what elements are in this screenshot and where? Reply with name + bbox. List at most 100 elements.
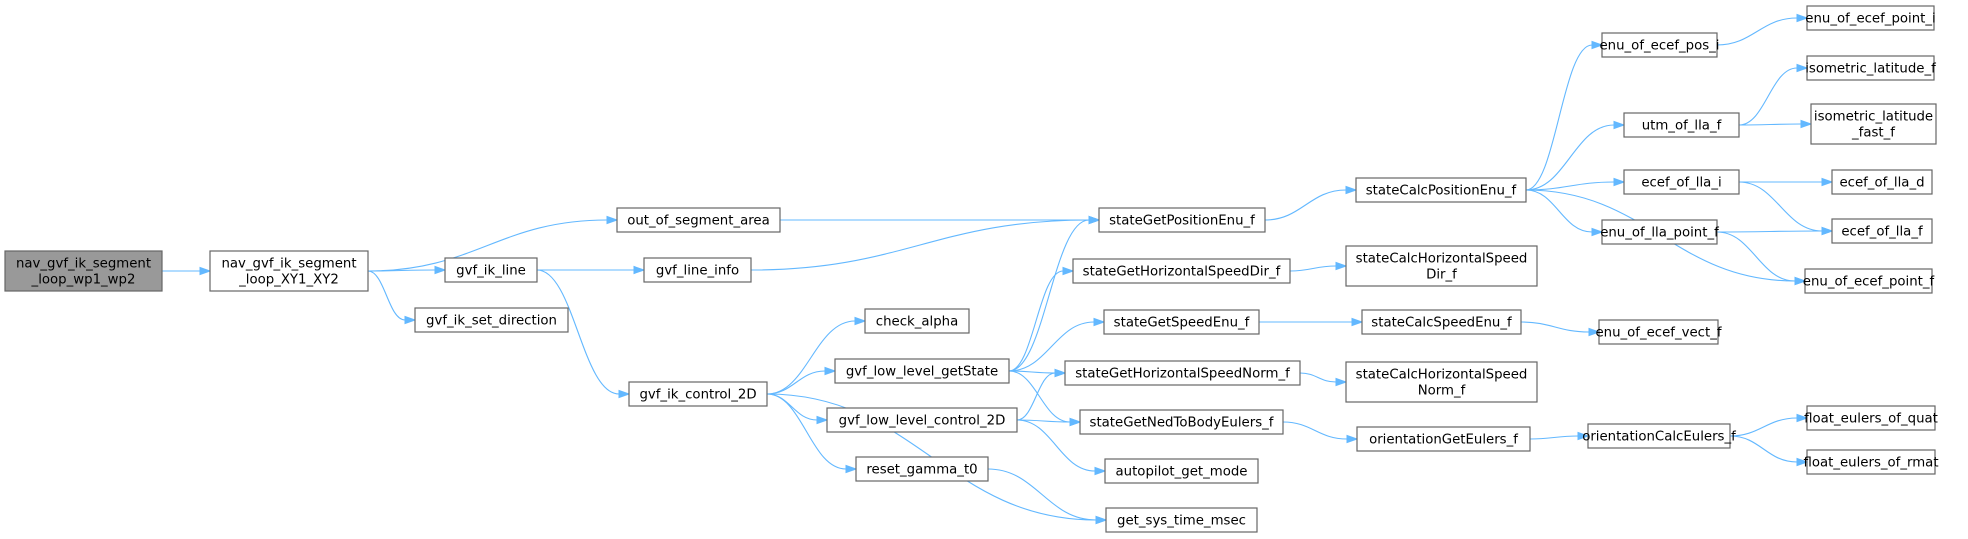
graph-node-stategetnedtobodyeulers-f[interactable]: stateGetNedToBodyEulers_f	[1079, 409, 1284, 435]
node-label: enu_of_ecef_point_f	[1803, 275, 1935, 290]
call-edge	[1729, 413, 1809, 437]
graph-node-stategetpositionenu-f[interactable]: stateGetPositionEnu_f	[1098, 207, 1266, 233]
edge-line	[1529, 435, 1579, 440]
arrowhead-icon	[1591, 227, 1604, 237]
graph-node-ecef-of-lla-d[interactable]: ecef_of_lla_d	[1831, 169, 1933, 195]
arrowhead-icon	[1591, 40, 1604, 50]
node-box	[1355, 177, 1527, 203]
node-box	[4, 250, 163, 292]
graph-node-stategethorizontalspeeddir-f[interactable]: stateGetHorizontalSpeedDir_f	[1072, 258, 1291, 284]
node-label: stateCalcPositionEnu_f	[1366, 184, 1517, 199]
edge-line	[766, 370, 826, 395]
call-edge	[766, 316, 867, 395]
arrowhead-icon	[1088, 215, 1101, 225]
node-label: float_eulers_of_rmat	[1803, 456, 1938, 471]
call-edge	[1016, 419, 1107, 476]
graph-node-gvf-ik-set-direction[interactable]: gvf_ik_set_direction	[414, 307, 569, 333]
edge-line	[1008, 219, 1090, 372]
edge-line	[1008, 370, 1071, 423]
graph-node-get-sys-time-msec[interactable]: get_sys_time_msec	[1105, 507, 1258, 533]
edge-line	[1729, 435, 1798, 463]
edges-layer	[161, 13, 1834, 525]
graph-node-enu-of-ecef-vect-f[interactable]: enu_of_ecef_vect_f	[1595, 319, 1722, 345]
graph-node-ecef-of-lla-f[interactable]: ecef_of_lla_f	[1831, 218, 1933, 244]
graph-node-float-eulers-of-rmat[interactable]: float_eulers_of_rmat	[1803, 449, 1939, 475]
arrowhead-icon	[404, 315, 417, 325]
node-label: stateGetPositionEnu_f	[1109, 214, 1255, 229]
node-box	[1598, 319, 1719, 345]
graph-node-autopilot-get-mode[interactable]: autopilot_get_mode	[1104, 458, 1259, 484]
edge-line	[987, 468, 1097, 521]
edge-line	[1299, 372, 1337, 383]
graph-node-gvf-low-level-getstate[interactable]: gvf_low_level_getState	[834, 358, 1010, 384]
call-edge	[1525, 177, 1626, 191]
node-box	[1103, 309, 1260, 335]
graph-node-stategetspeedenu-f[interactable]: stateGetSpeedEnu_f	[1103, 309, 1260, 335]
edge-line	[750, 219, 1090, 271]
graph-node-nav-gvf-ik-segment-loop-xy1-xy2[interactable]: nav_gvf_ik_segment_loop_XY1_XY2	[209, 250, 369, 292]
graph-node-enu-of-ecef-point-f[interactable]: enu_of_ecef_point_f	[1803, 268, 1935, 294]
graph-node-nav-gvf-ik-segment-loop-wp1-wp2[interactable]: nav_gvf_ik_segment_loop_wp1_wp2	[4, 250, 163, 292]
graph-node-float-eulers-of-quat[interactable]: float_eulers_of_quat	[1804, 405, 1938, 431]
graph-node-utm-of-lla-f[interactable]: utm_of_lla_f	[1623, 112, 1740, 138]
call-edge	[1525, 189, 1604, 237]
node-label: _fast_f	[1851, 126, 1895, 141]
node-label: stateGetSpeedEnu_f	[1114, 316, 1250, 331]
graph-node-ecef-of-lla-i[interactable]: ecef_of_lla_i	[1623, 169, 1740, 195]
node-label: isometric_latitude	[1814, 110, 1933, 125]
call-edge	[766, 393, 829, 425]
arrowhead-icon	[1613, 177, 1626, 187]
node-box	[1810, 103, 1937, 145]
call-edge	[1525, 40, 1604, 191]
arrowhead-icon	[1335, 377, 1348, 387]
graph-node-gvf-line-info[interactable]: gvf_line_info	[643, 257, 752, 283]
graph-node-statecalcpositionenu-f[interactable]: stateCalcPositionEnu_f	[1355, 177, 1527, 203]
graph-node-enu-of-lla-point-f[interactable]: enu_of_lla_point_f	[1600, 219, 1719, 245]
node-box	[1104, 458, 1259, 484]
node-label: stateGetHorizontalSpeedNorm_f	[1075, 367, 1290, 382]
arrowhead-icon	[1093, 317, 1106, 327]
graph-node-orientationgeteulers-f[interactable]: orientationGetEulers_f	[1356, 426, 1531, 452]
graph-node-stategethorizontalspeednorm-f[interactable]: stateGetHorizontalSpeedNorm_f	[1064, 360, 1301, 386]
graph-node-gvf-ik-line[interactable]: gvf_ik_line	[444, 257, 538, 283]
graph-node-gvf-ik-control-2d[interactable]: gvf_ik_control_2D	[628, 381, 768, 407]
graph-node-isometric-latitude-f[interactable]: isometric_latitude_f	[1805, 55, 1936, 81]
graph-node-statecalcspeedenu-f[interactable]: stateCalcSpeedEnu_f	[1361, 309, 1522, 335]
edge-line	[367, 270, 406, 321]
call-edge	[367, 215, 619, 272]
graph-node-check-alpha[interactable]: check_alpha	[864, 308, 970, 334]
call-edge	[1289, 261, 1348, 272]
call-edge	[367, 270, 417, 325]
node-box	[1806, 5, 1935, 31]
node-label: reset_gamma_t0	[866, 463, 977, 478]
node-box	[1806, 55, 1935, 81]
node-label: enu_of_ecef_point_i	[1805, 12, 1935, 27]
nodes-layer: nav_gvf_ik_segment_loop_wp1_wp2 nav_gvf_i…	[4, 5, 1939, 533]
node-box	[1345, 361, 1538, 403]
node-box	[1587, 423, 1731, 449]
graph-node-reset-gamma-t0[interactable]: reset_gamma_t0	[855, 456, 989, 482]
arrowhead-icon	[1613, 120, 1626, 130]
arrowhead-icon	[1577, 431, 1590, 441]
edge-line	[1525, 181, 1615, 191]
call-edge	[1716, 231, 1807, 286]
edge-line	[1738, 181, 1823, 232]
arrowhead-icon	[1800, 119, 1813, 129]
node-box	[1072, 258, 1291, 284]
graph-node-isometric-latitude-fast-f[interactable]: isometric_latitude_fast_f	[1810, 103, 1937, 145]
edge-line	[1525, 124, 1615, 191]
graph-node-enu-of-ecef-point-i[interactable]: enu_of_ecef_point_i	[1805, 5, 1936, 31]
graph-node-gvf-low-level-control-2d[interactable]: gvf_low_level_control_2D	[826, 407, 1018, 433]
call-edge	[537, 265, 646, 275]
edge-line	[536, 269, 620, 395]
call-edge	[1529, 431, 1590, 441]
node-label: nav_gvf_ik_segment	[221, 257, 356, 272]
edge-line	[1716, 231, 1796, 282]
graph-node-orientationcalceulers-f[interactable]: orientationCalcEulers_f	[1582, 423, 1736, 449]
arrowhead-icon	[606, 215, 619, 225]
graph-node-out-of-segment-area[interactable]: out_of_segment_area	[616, 207, 781, 233]
node-box	[1806, 449, 1936, 475]
graph-node-enu-of-ecef-pos-i[interactable]: enu_of_ecef_pos_i	[1600, 32, 1720, 58]
